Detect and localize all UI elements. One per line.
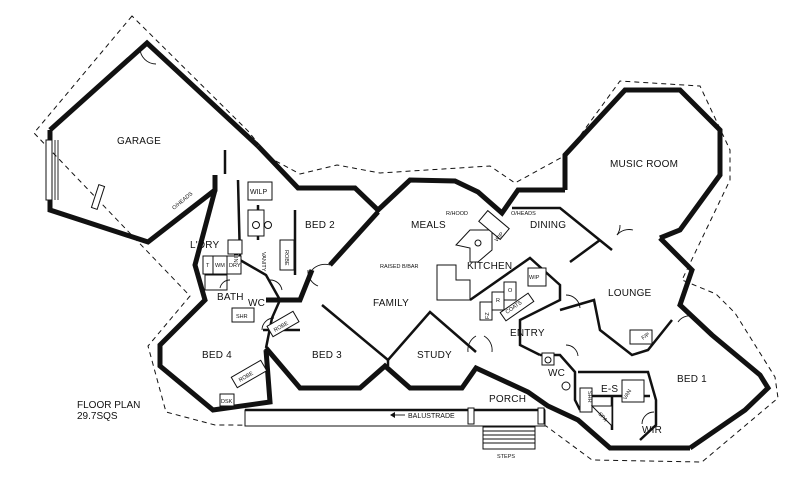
ensuite-fixtures bbox=[579, 329, 653, 428]
entry-fixtures bbox=[479, 267, 571, 391]
room-music-room: MUSIC ROOM bbox=[610, 159, 678, 170]
balustrade-arrow bbox=[390, 412, 405, 418]
room-labels: GARAGE L'DRY BED 2 MEALS DINING MUSIC RO… bbox=[117, 136, 707, 436]
label-r: R bbox=[496, 298, 500, 304]
plan-title-text: FLOOR PLAN bbox=[77, 400, 141, 411]
plan-title: FLOOR PLAN 29.7SQS bbox=[77, 400, 140, 422]
label-fz: FZ bbox=[485, 312, 491, 319]
label-wip-upper: WIP bbox=[494, 231, 505, 243]
label-o: O bbox=[508, 288, 513, 294]
room-family: FAMILY bbox=[373, 298, 409, 309]
label-dsk: DSK bbox=[221, 399, 233, 405]
label-wip-lower: WIP bbox=[529, 275, 540, 281]
room-bed1: BED 1 bbox=[677, 374, 707, 385]
label-spa: SPA bbox=[596, 411, 608, 423]
label-balustrade: BALUSTRADE bbox=[408, 413, 455, 420]
walls bbox=[47, 39, 772, 451]
room-study: STUDY bbox=[417, 350, 452, 361]
plan-area: 29.7SQS bbox=[77, 411, 118, 422]
label-wm: WM bbox=[215, 263, 225, 269]
label-raised-bar: RAISED B/BAR bbox=[380, 264, 419, 270]
kitchen-bench bbox=[436, 209, 510, 301]
label-shr-bath: SHR bbox=[236, 314, 248, 320]
room-ensuite: E-S bbox=[601, 384, 618, 395]
room-bed4: BED 4 bbox=[202, 350, 232, 361]
room-wir: WIR bbox=[642, 425, 662, 436]
door-swings bbox=[219, 224, 693, 425]
room-wc-right: WC bbox=[548, 368, 565, 379]
label-dry: DRY bbox=[229, 263, 241, 269]
room-wc-left: WC bbox=[248, 298, 265, 309]
room-bed2: BED 2 bbox=[305, 220, 335, 231]
room-entry: ENTRY bbox=[510, 328, 545, 339]
label-wilp: WILP bbox=[250, 189, 267, 196]
room-garage: GARAGE bbox=[117, 136, 161, 147]
room-bath: BATH bbox=[217, 292, 244, 303]
label-fp: F/P bbox=[641, 332, 652, 342]
label-rhood: R/HOOD bbox=[446, 211, 468, 217]
label-steps: STEPS bbox=[497, 454, 515, 460]
label-lin: LIN bbox=[232, 254, 238, 263]
garage-doors bbox=[45, 47, 157, 210]
label-bench: BENCH bbox=[169, 211, 188, 228]
room-bed3: BED 3 bbox=[312, 350, 342, 361]
room-meals: MEALS bbox=[411, 220, 446, 231]
label-tub: T bbox=[206, 263, 210, 269]
room-kitchen: KITCHEN bbox=[467, 261, 512, 272]
room-porch: PORCH bbox=[489, 394, 526, 405]
room-lounge: LOUNGE bbox=[608, 288, 652, 299]
label-shr-ensuite: SHR bbox=[586, 391, 592, 403]
label-vanity-ensuite: VAN bbox=[623, 389, 634, 401]
steps bbox=[482, 426, 536, 450]
label-vanity: VANITY bbox=[260, 252, 266, 272]
label-robe-bed2: ROBE bbox=[283, 250, 289, 266]
laundry-fixtures bbox=[202, 181, 295, 323]
label-overheads-kitchen: O/HEADS bbox=[511, 211, 536, 217]
robes bbox=[219, 310, 300, 407]
room-laundry: L'DRY bbox=[190, 240, 220, 251]
room-dining: DINING bbox=[530, 220, 566, 231]
